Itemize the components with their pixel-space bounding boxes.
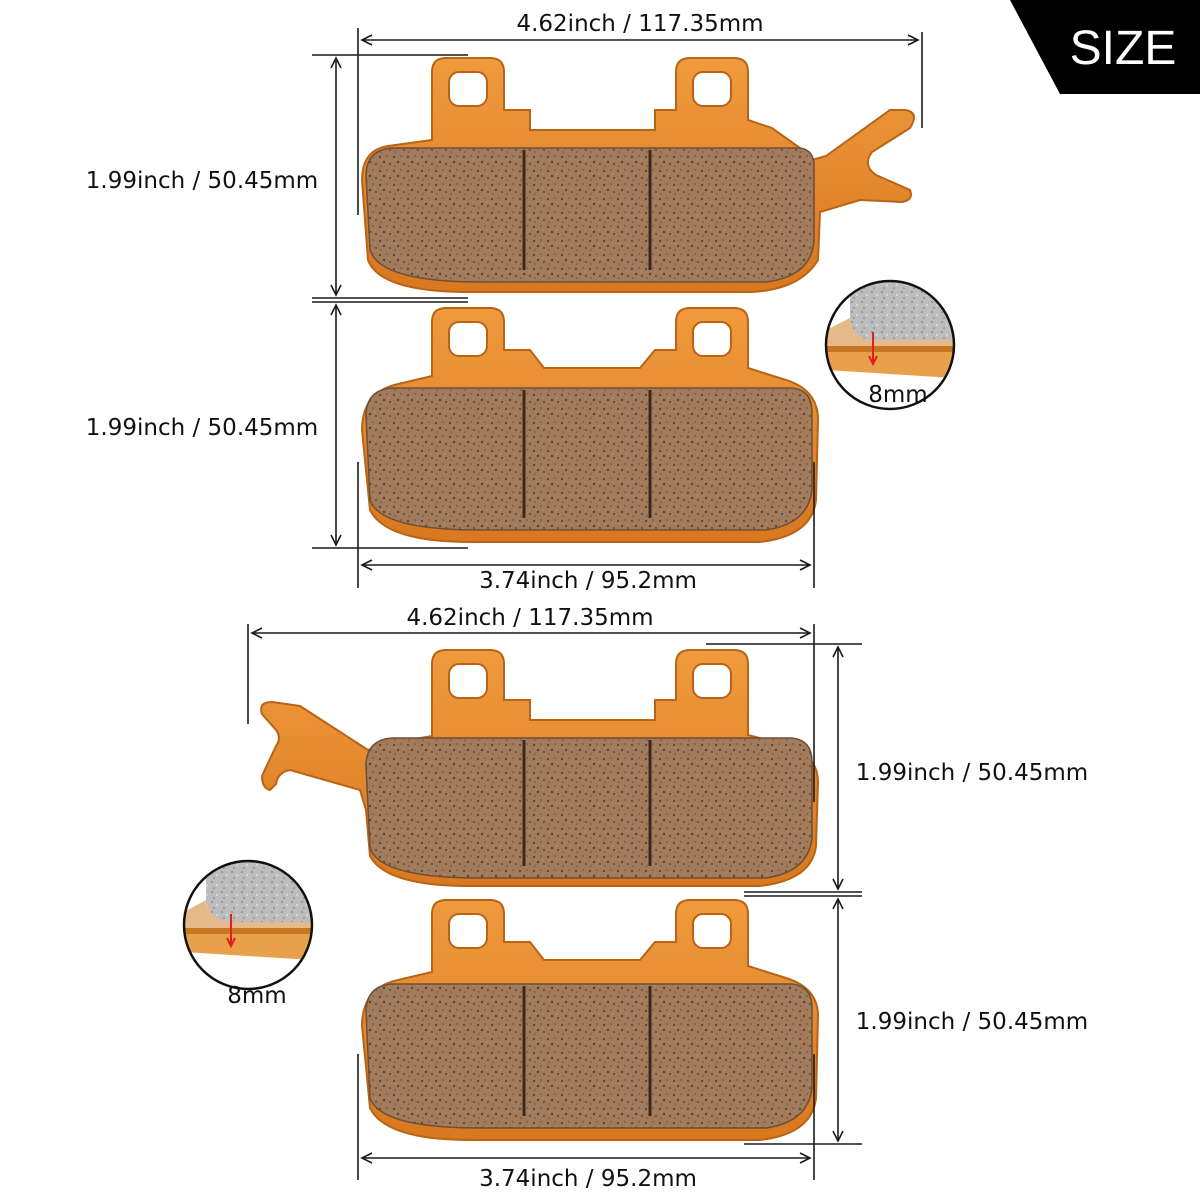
mounting-hole-right	[692, 913, 732, 949]
height-label-pad-2: 1.99inch / 50.45mm	[86, 415, 318, 441]
dimension-height-pad-3	[706, 643, 862, 893]
height-label-pad-3: 1.99inch / 50.45mm	[856, 760, 1088, 786]
height-label-pad-1: 1.99inch / 50.45mm	[86, 168, 318, 194]
height-label-pad-4: 1.99inch / 50.45mm	[856, 1009, 1088, 1035]
brake-pad-3	[260, 649, 820, 887]
friction-pad	[365, 147, 815, 283]
thickness-marker-arrow	[868, 355, 878, 367]
mounting-hole-right	[692, 71, 732, 107]
size-badge-label: SIZE	[1070, 22, 1177, 75]
mounting-hole-right	[692, 321, 732, 357]
thickness-marker-arrow	[226, 937, 236, 949]
mounting-hole-left	[448, 913, 488, 949]
size-badge: SIZE	[1010, 0, 1200, 94]
mounting-hole-left	[448, 321, 488, 357]
dimension-width-pad-3	[247, 624, 815, 802]
thickness-label-bottom: 8mm	[227, 983, 286, 1009]
mounting-hole-right	[692, 663, 732, 699]
thickness-label-top: 8mm	[868, 382, 927, 408]
dimension-height-pad-2	[312, 301, 468, 549]
thickness-callout-bottom: 8mm	[182, 859, 314, 1009]
mounting-hole-left	[448, 71, 488, 107]
brake-pad-1	[360, 57, 915, 293]
width-label-pad-3: 4.62inch / 117.35mm	[406, 605, 653, 631]
base-width-label-pad-2: 3.74inch / 95.2mm	[479, 568, 697, 594]
friction-pad	[365, 737, 813, 879]
dimension-height-pad-4	[744, 895, 862, 1145]
thickness-callout-top: 8mm	[824, 279, 956, 411]
width-label-pad-1: 4.62inch / 117.35mm	[516, 11, 763, 37]
friction-pad	[365, 983, 813, 1129]
dimension-base-width-pad-2	[357, 462, 815, 588]
dimension-height-pad-1	[312, 54, 468, 299]
base-width-label-pad-4: 3.74inch / 95.2mm	[479, 1166, 697, 1192]
brake-pad-4	[360, 899, 820, 1141]
size-badge-shape	[1010, 0, 1200, 94]
brake-pad-2	[360, 307, 820, 543]
dimension-width-pad-1	[357, 28, 923, 215]
mounting-hole-left	[448, 663, 488, 699]
friction-pad	[365, 387, 813, 531]
dimension-base-width-pad-4	[357, 1054, 815, 1180]
